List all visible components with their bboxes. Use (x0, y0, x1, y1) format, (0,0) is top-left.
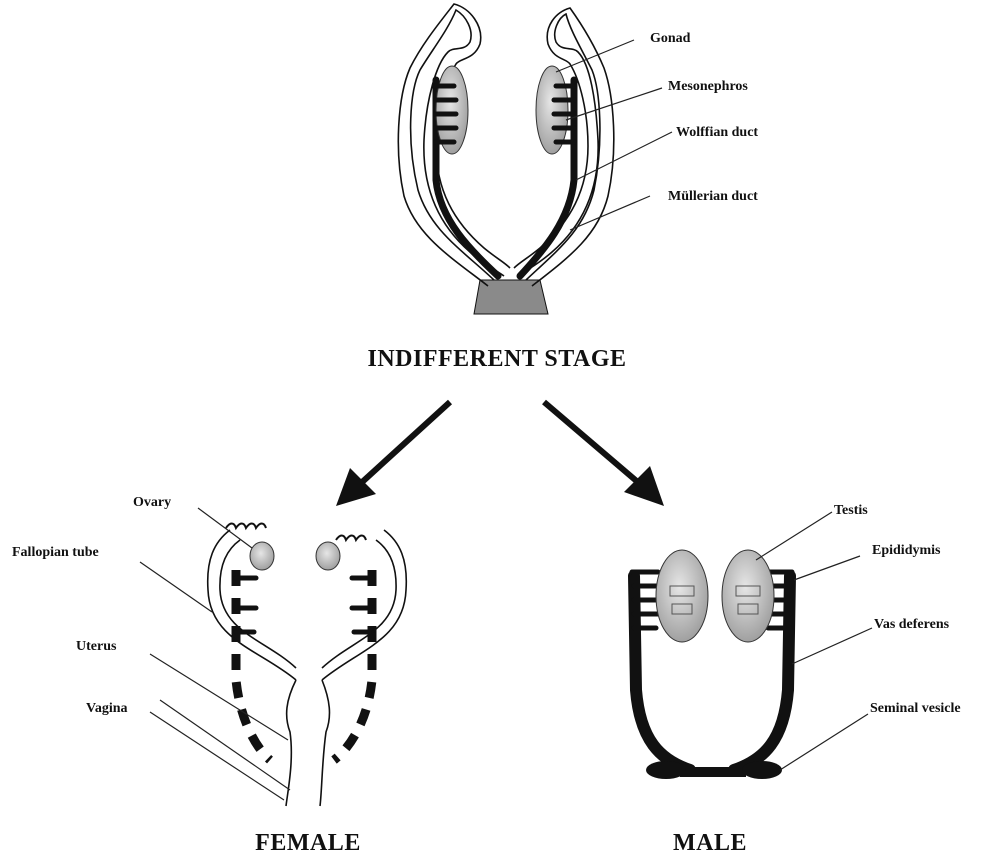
label-gonad: Gonad (650, 31, 691, 46)
fimbriae-left (226, 524, 266, 529)
leader-fallopian-tube (140, 562, 212, 612)
leader-epididymis (794, 556, 860, 580)
label-uterus: Uterus (76, 639, 117, 654)
ovary-right (316, 542, 340, 570)
regressed-wolffian-right (334, 570, 372, 760)
leader-wolffian-duct (576, 132, 672, 180)
label-vas-deferens: Vas deferens (874, 617, 950, 632)
male-figure: Testis Epididymis Vas deferens Seminal v… (632, 503, 961, 856)
ovary-left (250, 542, 274, 570)
label-fallopian-tube: Fallopian tube (12, 545, 99, 560)
leader-ovary (198, 508, 252, 548)
label-epididymis: Epididymis (872, 543, 941, 558)
female-figure: Ovary Fallopian tube Uterus Vagina FEMAL… (12, 495, 406, 856)
title-female: FEMALE (255, 830, 361, 856)
urogenital-sinus (474, 280, 548, 314)
seminal-vesicle-left (646, 761, 686, 779)
uterus-vagina (286, 680, 329, 806)
label-vagina: Vagina (86, 701, 128, 716)
seminal-vesicle-right (742, 761, 782, 779)
indifferent-stage-figure: Gonad Mesonephros Wolffian duct Mülleria… (368, 4, 759, 372)
arrow-to-male (544, 402, 664, 506)
leader-mesonephros (566, 88, 662, 120)
leader-mullerian-duct (570, 196, 650, 230)
label-seminal-vesicle: Seminal vesicle (870, 701, 961, 716)
label-mesonephros: Mesonephros (668, 79, 748, 94)
label-mullerian-duct: Müllerian duct (668, 189, 758, 204)
leader-uterus (150, 654, 288, 740)
fimbriae-right (336, 536, 366, 541)
title-indifferent-stage: INDIFFERENT STAGE (368, 346, 627, 372)
leader-gonad (556, 40, 634, 72)
label-testis: Testis (834, 503, 868, 518)
title-male: MALE (673, 830, 747, 856)
leader-testis (756, 512, 832, 560)
leader-vagina-2 (160, 700, 290, 790)
regressed-wolffian-left (236, 570, 270, 760)
label-wolffian-duct: Wolffian duct (676, 125, 758, 140)
leader-seminal-vesicle (780, 714, 868, 770)
label-ovary: Ovary (133, 495, 171, 510)
arrow-to-female (336, 402, 450, 506)
leader-vas-deferens (792, 628, 872, 664)
